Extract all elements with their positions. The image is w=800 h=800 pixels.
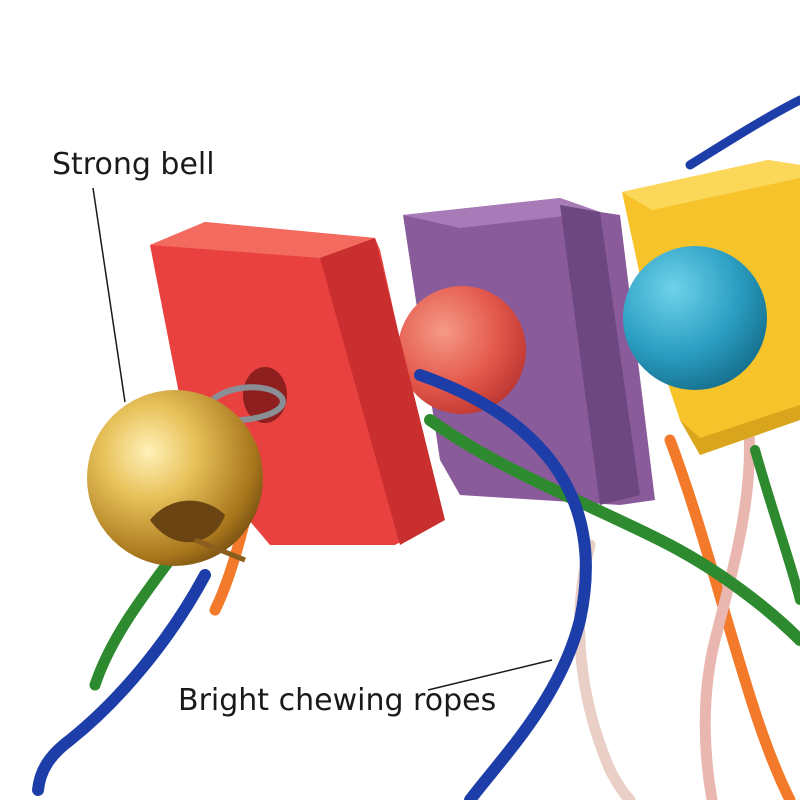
rope-blue-top	[685, 95, 800, 170]
ropes-back	[89, 95, 800, 800]
ropes-front	[32, 369, 800, 800]
teal-wood-bead	[623, 246, 767, 390]
bell-icon	[87, 390, 263, 566]
rope-blue-left	[32, 569, 211, 796]
rope-callout-label: Bright chewing ropes	[178, 683, 497, 718]
rope-green-front	[424, 414, 800, 646]
rope-blue-front	[414, 369, 592, 800]
rope-green-right	[750, 445, 800, 605]
rope-green-left	[89, 554, 176, 691]
purple-wood-block	[403, 198, 655, 505]
rope-leader-line	[427, 659, 553, 691]
rope-orange-right	[664, 434, 796, 800]
rope-pink-right	[699, 384, 756, 800]
bell-leader-line	[92, 187, 126, 403]
bell-callout-label: Strong bell	[52, 147, 215, 182]
